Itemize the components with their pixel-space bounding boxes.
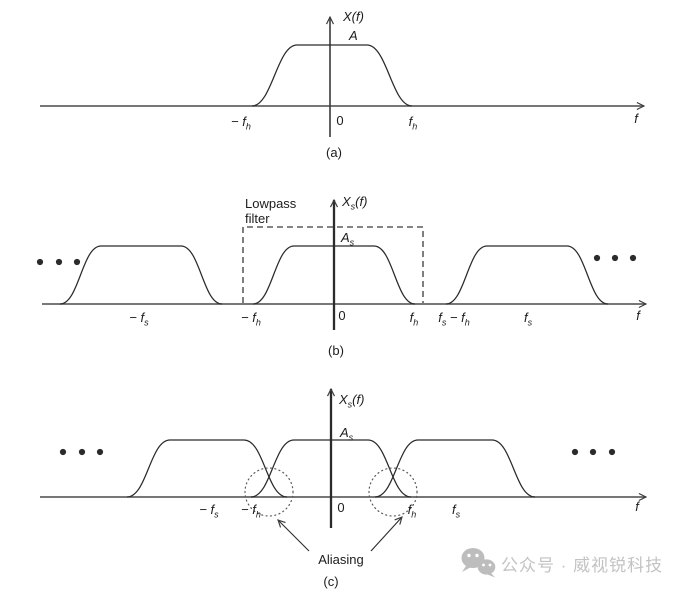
panel-b-replica-fs — [445, 245, 609, 305]
panel-b-label-fh: fh — [410, 310, 419, 328]
panel-a-axis-title: X(f) — [342, 9, 364, 24]
panel-a-label-neg-fh: − fh — [231, 114, 251, 132]
panel-b-caption: (b) — [328, 343, 344, 358]
panel-c-axis-title: Xs(f) — [338, 392, 364, 410]
panel-b-replica-neg-fs — [59, 245, 223, 305]
watermark: 公众号 · 威视锐科技 — [461, 548, 663, 578]
panel-b-ellipsis-left — [36, 258, 81, 266]
panel-b: Lowpass filter Xs(f) As − fs − fh 0 fh f… — [36, 194, 646, 358]
panel-c: Xs(f) As − fs − fh 0 fh fs f Aliasing (c… — [40, 389, 646, 589]
panel-a-label-f: f — [634, 111, 639, 126]
panel-c-replica-neg-fs — [126, 439, 288, 498]
panel-c-aliasing-circle-right — [368, 467, 418, 517]
panel-c-label-neg-fs: − fs — [199, 502, 219, 520]
panel-b-label-neg-fs: − fs — [129, 310, 149, 328]
panel-c-ellipsis-left — [59, 448, 104, 456]
panel-c-caption: (c) — [323, 574, 338, 589]
panel-b-ellipsis-right — [593, 254, 637, 262]
panel-b-lowpass-filter-outline — [242, 226, 424, 303]
panel-b-lowpass-label-line2: filter — [245, 211, 270, 226]
panel-c-label-origin: 0 — [337, 500, 344, 515]
panel-b-replica-baseband — [252, 245, 416, 305]
panel-a-amplitude-label: A — [348, 28, 358, 43]
panel-c-replica-baseband — [250, 439, 412, 498]
panel-b-amplitude-label: As — [340, 230, 355, 248]
panel-b-label-origin: 0 — [338, 308, 345, 323]
panel-c-label-fs: fs — [452, 502, 461, 520]
panel-b-label-neg-fh: − fh — [241, 310, 261, 328]
panel-a-spectrum-curve — [251, 44, 413, 107]
panel-c-label-fh: fh — [408, 502, 417, 520]
panel-b-lowpass-label-line1: Lowpass — [245, 196, 297, 211]
panel-a: X(f) A − fh 0 fh f (a) — [40, 9, 644, 160]
panel-c-aliasing-label: Aliasing — [318, 552, 364, 567]
panel-c-replica-fs — [374, 439, 536, 498]
panel-c-ellipsis-right — [571, 448, 616, 456]
panel-a-caption: (a) — [326, 145, 342, 160]
panel-c-amplitude-label: As — [339, 425, 354, 443]
panel-b-axis-title: Xs(f) — [341, 194, 367, 212]
panel-c-label-f: f — [635, 499, 640, 514]
watermark-text: 公众号 · 威视锐科技 — [501, 556, 663, 575]
panel-a-label-fh: fh — [409, 114, 418, 132]
panel-b-label-fs-minus-fh: fs − fh — [438, 310, 470, 328]
panel-a-label-origin: 0 — [336, 113, 343, 128]
wechat-icon — [461, 548, 496, 578]
panel-c-aliasing-circle-left — [244, 467, 294, 517]
panel-b-label-f: f — [636, 308, 641, 323]
panel-c-aliasing-arrow-left — [278, 520, 310, 552]
panel-b-label-fs: fs — [524, 310, 533, 328]
panel-c-aliasing-arrow-right — [370, 517, 402, 552]
panel-c-label-neg-fh: − fh — [241, 502, 261, 520]
